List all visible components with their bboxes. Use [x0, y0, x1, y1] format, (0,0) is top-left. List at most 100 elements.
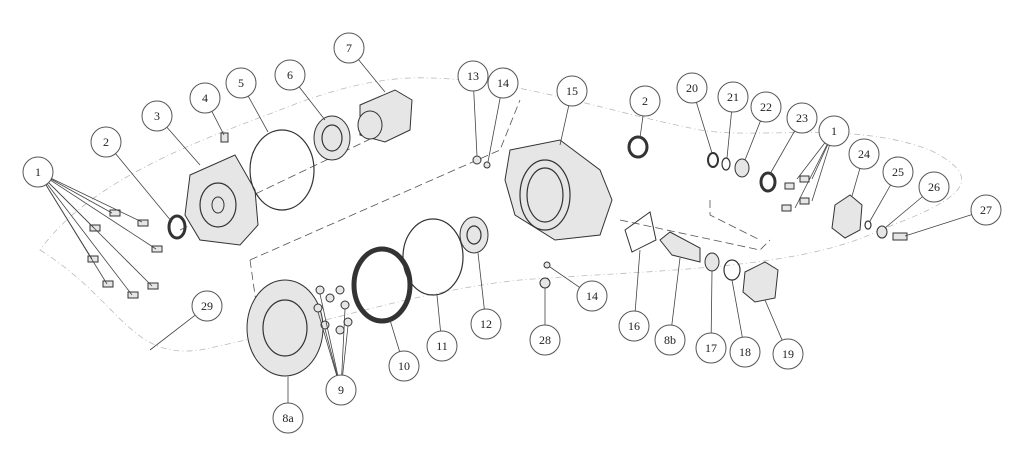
bolts-right: [781, 175, 810, 212]
callout-circle: [750, 91, 782, 123]
callout-label: 17: [705, 341, 717, 355]
callout-label: 10: [398, 359, 410, 373]
washer-part-2: [543, 261, 551, 269]
callout-label: 8a: [282, 411, 294, 425]
callout-12: 12: [470, 308, 502, 340]
leader-line: [477, 252, 485, 310]
leader-lines: [45, 59, 972, 403]
leader-line: [319, 293, 339, 376]
leader-line: [317, 311, 338, 376]
callout-17: 17: [695, 332, 727, 364]
callout-label: 15: [566, 84, 578, 98]
flange-plate-part: [831, 194, 863, 239]
callout-6: 6: [274, 59, 306, 91]
parts: [87, 89, 908, 377]
callout-label: 25: [892, 165, 904, 179]
callout-8b: 8b: [654, 324, 686, 356]
nut-part: [472, 155, 482, 165]
callout-circle: [388, 350, 420, 382]
washer-part: [483, 161, 491, 169]
callout-label: 11: [436, 339, 448, 353]
callout-14: 14: [576, 280, 608, 312]
leader-line: [794, 144, 828, 209]
callout-label: 6: [287, 68, 293, 82]
callout-8a: 8a: [272, 402, 304, 434]
callout-label: 9: [338, 383, 344, 397]
seal-part-right: [627, 135, 649, 159]
callout-label: 26: [928, 180, 940, 194]
callout-15: 15: [556, 75, 588, 107]
callout-11: 11: [426, 330, 458, 362]
callout-circle: [676, 72, 708, 104]
plug-part: [539, 277, 551, 289]
callout-circle: [325, 374, 357, 406]
callout-label: 5: [238, 76, 244, 90]
leader-line: [726, 111, 732, 159]
callout-9: 9: [325, 374, 357, 406]
leader-line: [639, 115, 644, 139]
callout-label: 1: [831, 124, 837, 138]
callout-label: 13: [467, 69, 479, 83]
leader-line: [764, 299, 783, 341]
callout-1: 1: [22, 156, 54, 188]
callout-circle: [918, 171, 950, 203]
leader-line: [811, 145, 830, 202]
leader-line: [324, 328, 338, 376]
leader-line: [811, 144, 829, 180]
callout-circle: [333, 32, 365, 64]
callout-label: 20: [686, 81, 698, 95]
gasket-part: [624, 211, 657, 253]
leader-line: [731, 279, 743, 338]
callout-7: 7: [333, 32, 365, 64]
callout-3: 3: [141, 100, 173, 132]
callout-label: 16: [628, 319, 640, 333]
leader-line: [211, 111, 225, 136]
clip-part: [220, 132, 229, 143]
callout-22: 22: [750, 91, 782, 123]
callout-label: 21: [727, 90, 739, 104]
callout-28: 28: [529, 324, 561, 356]
leader-line: [559, 105, 570, 146]
callout-circle: [457, 60, 489, 92]
leader-line: [45, 184, 108, 285]
leader-line: [696, 102, 713, 154]
leader-line: [549, 266, 580, 288]
callout-2: 2: [90, 126, 122, 158]
seal-part-23: [759, 171, 777, 193]
callout-label: 14: [586, 289, 598, 303]
leader-line: [884, 196, 923, 229]
leader-line: [869, 184, 891, 222]
callout-label: 28: [539, 333, 551, 347]
callout-circle: [189, 82, 221, 114]
leader-line: [298, 86, 326, 121]
callout-14: 14: [487, 67, 519, 99]
leader-line: [342, 325, 349, 376]
callout-label: 4: [202, 91, 208, 105]
callout-label: 12: [480, 317, 492, 331]
callout-circle: [772, 338, 804, 370]
leader-line: [634, 249, 641, 312]
leader-line: [247, 95, 269, 133]
cover-part: [184, 154, 259, 246]
callout-circle: [529, 324, 561, 356]
callout-26: 26: [918, 171, 950, 203]
leader-line: [46, 183, 133, 296]
leader-line: [48, 182, 153, 287]
callout-20: 20: [676, 72, 708, 104]
callout-circle: [556, 75, 588, 107]
leader-line: [50, 179, 157, 250]
callout-circle: [141, 100, 173, 132]
callout-label: 24: [858, 147, 870, 161]
callout-circle: [274, 59, 306, 91]
callout-1: 1: [818, 115, 850, 147]
leader-line: [487, 97, 501, 163]
callout-label: 7: [346, 41, 352, 55]
bearing-part: [313, 115, 351, 161]
callout-label: 18: [739, 345, 751, 359]
callout-5: 5: [225, 67, 257, 99]
leader-line: [744, 120, 761, 161]
callout-circle: [629, 85, 661, 117]
leader-line: [51, 178, 143, 223]
callout-label: 14: [497, 76, 509, 90]
